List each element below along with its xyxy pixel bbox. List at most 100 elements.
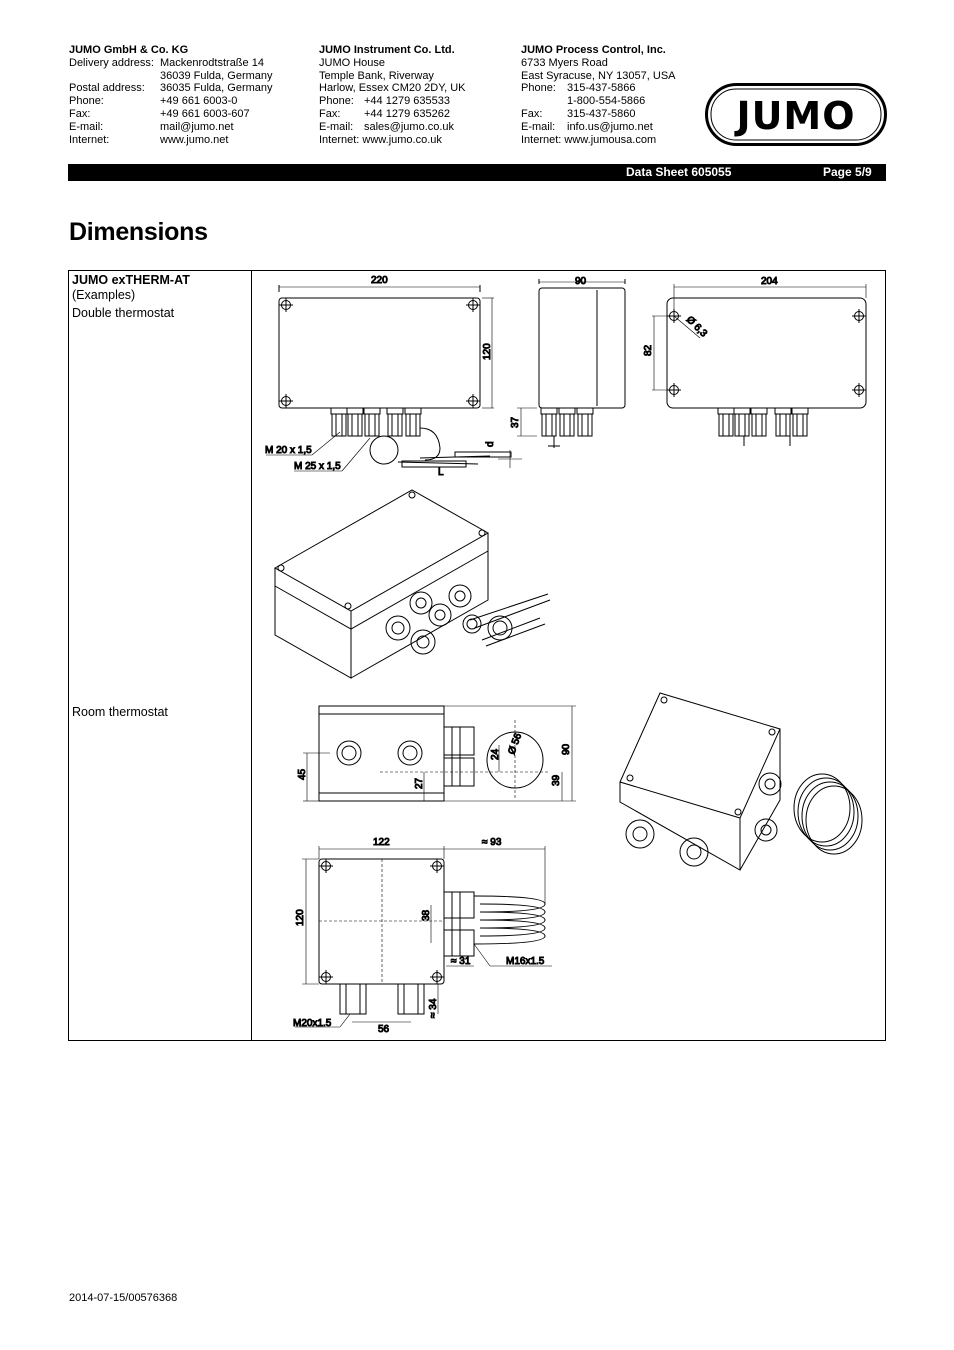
address-block-germany: JUMO GmbH & Co. KG Delivery address: Mack… (69, 44, 273, 146)
row-value: +44 1279 635533 (364, 95, 450, 108)
svg-text:JUMO: JUMO (733, 94, 855, 138)
dim-dia-56: Ø 56 (506, 731, 524, 756)
dim-38: 38 (421, 909, 432, 921)
header-bar: Data Sheet 605055 Page 5/9 (68, 164, 886, 181)
address-row: E-mail: mail@jumo.net (69, 121, 273, 134)
row-key: Postal address: (69, 82, 145, 95)
row-value: Temple Bank, Riverway (319, 69, 434, 82)
address-row: Phone: 315-437-5866 (521, 82, 676, 95)
dim-122: 122 (373, 837, 390, 848)
row-value: +49 661 6003-0 (160, 95, 238, 108)
double-thermostat-front-view (266, 285, 522, 472)
dim-m16: M16x1.5 (506, 956, 545, 967)
dim-L: L (438, 467, 444, 478)
dim-m20-room: M20x1.5 (293, 1018, 332, 1029)
row-key: Delivery address: (69, 56, 154, 69)
dim-90-room: 90 (561, 743, 572, 755)
row-key: E-mail: (319, 120, 354, 133)
dim-39: 39 (551, 774, 562, 786)
dimensions-table: JUMO exTHERM-AT (Examples) Double thermo… (68, 270, 886, 1041)
dim-m20: M 20 x 1,5 (265, 445, 312, 456)
datasheet-number: Data Sheet 605055 (626, 165, 732, 179)
double-thermostat-rear-view (652, 284, 867, 446)
row-key: Phone: (521, 82, 556, 95)
row-key: Phone: (69, 95, 104, 108)
row-value: 36035 Fulda, Germany (160, 82, 273, 95)
address-block-usa: JUMO Process Control, Inc. 6733 Myers Ro… (521, 44, 676, 146)
row-key: Internet: (319, 133, 360, 146)
row-value: info.us@jumo.net (567, 120, 653, 133)
examples-label: (Examples) (72, 288, 136, 302)
address-row: Phone: +49 661 6003-0 (69, 95, 273, 108)
row-key: Phone: (319, 95, 354, 108)
page-title: Dimensions (69, 218, 208, 246)
row-value: www.jumo.co.uk (362, 133, 442, 146)
row-key: Fax: (521, 107, 543, 120)
row-key: Internet: (69, 133, 110, 146)
row-value: 315-437-5860 (567, 107, 636, 120)
row-key: Internet: (521, 133, 562, 146)
row-value: www.jumousa.com (564, 133, 657, 146)
row-value: East Syracuse, NY 13057, USA (521, 69, 676, 82)
address-row: Harlow, Essex CM20 2DY, UK (319, 82, 466, 95)
address-row: Temple Bank, Riverway (319, 70, 466, 83)
dim-31: ≈ 31 (451, 956, 471, 967)
column-divider (251, 271, 252, 1040)
double-thermostat-label: Double thermostat (72, 306, 175, 320)
page-number: Page 5/9 (823, 165, 872, 179)
row-key: E-mail: (69, 120, 104, 133)
row-value: mail@jumo.net (160, 120, 234, 133)
address-row: E-mail: sales@jumo.co.uk (319, 121, 466, 134)
row-value: Mackenrodtstraße 14 (160, 56, 264, 69)
double-thermostat-side-view (517, 279, 626, 448)
row-key: E-mail: (521, 120, 556, 133)
product-name: JUMO exTHERM-AT (72, 273, 190, 287)
address-row: East Syracuse, NY 13057, USA (521, 70, 676, 83)
dim-dia-6-3: Ø 6,3 (684, 314, 709, 339)
address-row: E-mail: info.us@jumo.net (521, 121, 676, 134)
dim-220: 220 (371, 275, 388, 286)
dim-m25: M 25 x 1,5 (294, 461, 341, 472)
row-value: sales@jumo.co.uk (364, 120, 455, 133)
dim-82: 82 (643, 344, 654, 356)
dim-24: 24 (490, 748, 501, 760)
dim-27: 27 (414, 777, 425, 789)
address-row: 1-800-554-5866 (521, 95, 676, 108)
address-row: Internet: www.jumousa.com (521, 134, 676, 147)
row-value: JUMO House (319, 56, 386, 69)
row-value: 36039 Fulda, Germany (160, 69, 273, 82)
row-value: 6733 Myers Road (521, 56, 608, 69)
dim-d: d (485, 441, 496, 447)
row-value: 315-437-5866 (567, 82, 636, 95)
dim-34: ≈ 34 (428, 998, 439, 1018)
dim-93: ≈ 93 (482, 837, 502, 848)
address-row: 6733 Myers Road (521, 57, 676, 70)
address-row: Delivery address: Mackenrodtstraße 14 (69, 57, 273, 70)
address-row: JUMO House (319, 57, 466, 70)
row-value: 1-800-554-5866 (567, 95, 646, 108)
room-thermostat-side-view (303, 705, 576, 802)
address-row: Internet: www.jumo.co.uk (319, 134, 466, 147)
company-name: JUMO Process Control, Inc. (521, 44, 666, 56)
dim-45: 45 (297, 768, 308, 780)
double-thermostat-isometric (273, 489, 551, 679)
address-row: Phone: +44 1279 635533 (319, 95, 466, 108)
company-name: JUMO Instrument Co. Ltd. (319, 44, 455, 56)
company-name: JUMO GmbH & Co. KG (69, 44, 189, 56)
row-key: Fax: (69, 107, 91, 120)
dim-204: 204 (761, 276, 778, 287)
room-thermostat-front-view (295, 846, 552, 1028)
room-thermostat-label: Room thermostat (72, 705, 168, 719)
jumo-logo: JUMO (705, 83, 887, 146)
row-key: Fax: (319, 107, 341, 120)
dim-56: 56 (378, 1024, 390, 1035)
dim-120: 120 (482, 343, 493, 360)
dim-90: 90 (575, 276, 587, 287)
row-value: +44 1279 635262 (364, 107, 450, 120)
address-block-uk: JUMO Instrument Co. Ltd. JUMO House Temp… (319, 44, 466, 146)
dim-37: 37 (510, 416, 521, 428)
address-row: Postal address: 36035 Fulda, Germany (69, 82, 273, 95)
row-value: www.jumo.net (160, 133, 229, 146)
address-row: Fax: +44 1279 635262 (319, 108, 466, 121)
